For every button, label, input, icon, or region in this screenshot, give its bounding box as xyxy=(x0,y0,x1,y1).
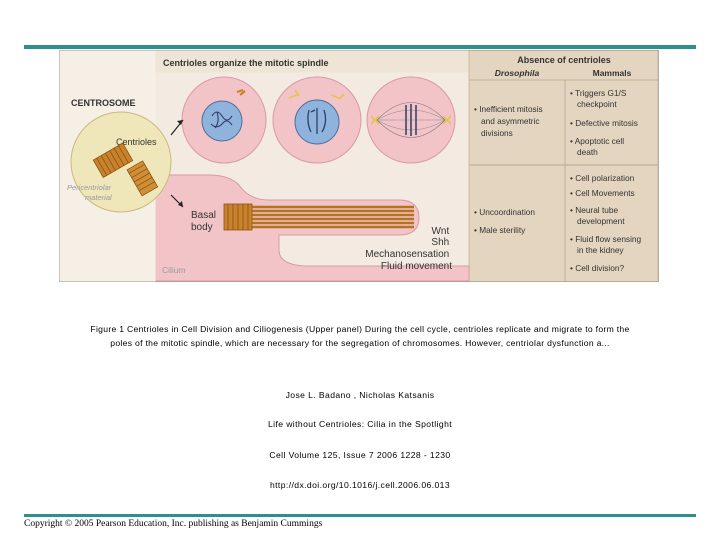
aster-icon xyxy=(370,115,452,125)
mammals-top-line: • Defective mitosis xyxy=(570,118,638,128)
caption-line: poles of the mitotic spindle, which are … xyxy=(110,338,610,348)
pericentriolar-label: Pericentriolar material xyxy=(67,183,113,202)
mammals-bottom-line: in the kidney xyxy=(577,245,624,255)
mammals-bottom-line: • Cell polarization xyxy=(570,173,635,183)
arrowhead-icon xyxy=(177,120,183,125)
mitotic-cells xyxy=(181,76,456,164)
aster-icon xyxy=(288,89,345,100)
header-bar xyxy=(155,50,469,73)
bottom-rule xyxy=(24,514,696,517)
drosophila-bottom-list: • Uncoordination • Male sterility xyxy=(474,207,537,235)
chromatin-icon xyxy=(210,111,233,129)
chromosome-icon xyxy=(405,104,417,136)
header-left-text: Centrioles organize the mitotic spindle xyxy=(163,58,329,68)
drosophila-bottom-line: • Uncoordination xyxy=(474,207,535,217)
mammals-bottom-line: development xyxy=(577,216,625,226)
drosophila-top-list: • Inefficient mitosis and asymmetric div… xyxy=(474,104,545,138)
mammals-bottom-line: • Neural tube xyxy=(570,205,618,215)
copyright: Copyright © 2005 Pearson Education, Inc.… xyxy=(24,519,323,529)
citation: Cell Volume 125, Issue 7 2006 1228 - 123… xyxy=(269,450,451,460)
signals-list: Wnt Shh Mechanosensation Fluid movement xyxy=(365,226,452,272)
centrosome-label: CENTROSOME xyxy=(71,98,136,108)
figure-panel: Centrioles organize the mitotic spindle … xyxy=(59,50,659,282)
drosophila-top-line: divisions xyxy=(481,128,513,138)
mammals-top-line: death xyxy=(577,147,598,157)
axoneme-icon xyxy=(227,205,414,229)
top-rule xyxy=(24,45,696,49)
nucleus-icon xyxy=(201,100,243,142)
col-drosophila: Drosophila xyxy=(495,68,540,78)
mammals-top-line: • Apoptotic cell xyxy=(570,136,624,146)
doi-link[interactable]: http://dx.doi.org/10.1016/j.cell.2006.06… xyxy=(269,480,451,490)
cilium-region xyxy=(154,174,470,282)
centriole-small-icon xyxy=(236,88,246,96)
basal-body-label: Basal body xyxy=(191,210,219,233)
drosophila-bottom-line: • Male sterility xyxy=(474,225,526,235)
mammals-bottom-line: • Cell Movements xyxy=(570,188,635,198)
mammals-top-line: checkpoint xyxy=(577,99,617,109)
caption-line: Figure 1 Centrioles in Cell Division and… xyxy=(90,324,630,334)
mammals-top-line: • Triggers G1/S xyxy=(570,88,627,98)
drosophila-top-line: and asymmetric xyxy=(481,116,540,126)
signal-line: Shh xyxy=(431,237,449,248)
basal-body-triplets xyxy=(227,204,249,230)
cilium-label: Cilium xyxy=(162,265,186,275)
chromosome-icon xyxy=(307,108,327,134)
col-mammals: Mammals xyxy=(593,68,632,78)
centriole-pair-icon xyxy=(92,142,159,197)
signal-line: Fluid movement xyxy=(381,261,452,272)
header-right-text: Absence of centrioles xyxy=(517,55,611,65)
authors: Jose L. Badano , Nicholas Katsanis xyxy=(285,390,435,400)
arrowhead-icon xyxy=(178,201,183,207)
signal-line: Wnt xyxy=(431,226,449,237)
absence-panel xyxy=(468,50,659,282)
mammals-top-list: • Triggers G1/S checkpoint • Defective m… xyxy=(570,88,640,157)
drosophila-top-line: • Inefficient mitosis xyxy=(474,104,543,114)
mammals-bottom-list: • Cell polarization • Cell Movements • N… xyxy=(570,173,643,273)
figure-caption: Figure 1 Centrioles in Cell Division and… xyxy=(40,322,680,350)
centrioles-label: Centrioles xyxy=(116,137,157,147)
mammals-bottom-line: • Fluid flow sensing xyxy=(570,234,642,244)
article-title: Life without Centrioles: Cilia in the Sp… xyxy=(267,419,453,429)
signal-line: Mechanosensation xyxy=(365,249,449,260)
mammals-bottom-line: • Cell division? xyxy=(570,263,624,273)
